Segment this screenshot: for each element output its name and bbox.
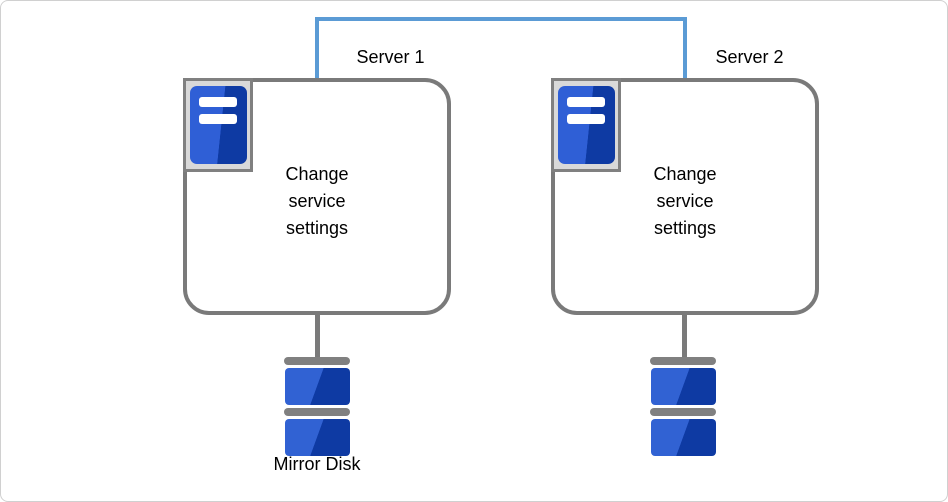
server-icon — [557, 86, 615, 164]
server1-icon-cell — [183, 78, 253, 172]
server1-disk-connector-line — [315, 313, 320, 361]
disk-platter-cap — [284, 357, 350, 365]
disk-stack-icon — [650, 357, 716, 456]
disk-platter-body — [650, 368, 716, 405]
text-line: Change — [653, 164, 717, 184]
server-icon-slot — [567, 97, 605, 107]
disk-stack-icon — [284, 357, 350, 456]
server2-disk-connector-line — [682, 313, 687, 361]
server-icon-slot — [199, 97, 237, 107]
disk-platter-cap — [284, 408, 350, 416]
server-icon-slot — [199, 114, 237, 124]
server-interconnect-line — [315, 17, 687, 80]
disk-platter-cap — [650, 357, 716, 365]
disk-platter-body — [650, 419, 716, 456]
server2-service-settings-text: Change service settings — [551, 161, 819, 242]
server1-service-settings-text: Change service settings — [183, 161, 451, 242]
text-line: service — [656, 191, 714, 211]
text-line: settings — [285, 218, 349, 238]
text-line: Change — [285, 164, 349, 184]
server2-label: Server 2 — [715, 47, 784, 67]
server2-icon-cell — [551, 78, 621, 172]
server-icon-slot — [567, 114, 605, 124]
disk-platter-body — [284, 368, 350, 405]
disk-platter-cap — [650, 408, 716, 416]
server-icon — [189, 86, 247, 164]
disk-platter-body — [284, 419, 350, 456]
text-line: settings — [653, 218, 717, 238]
text-line: service — [288, 191, 346, 211]
mirror-disk-label: Mirror Disk — [273, 454, 361, 474]
server2-box — [551, 78, 819, 315]
server1-label: Server 1 — [356, 47, 425, 67]
